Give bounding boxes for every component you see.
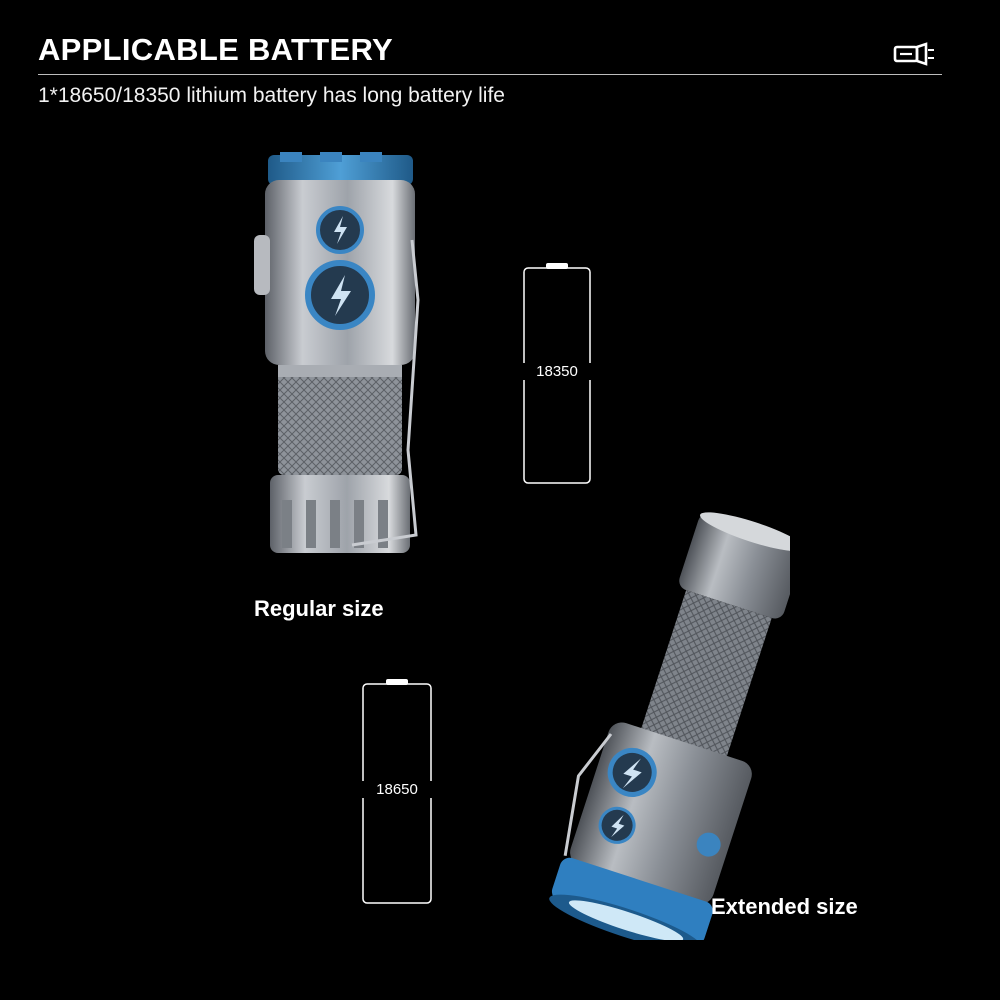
page-title: APPLICABLE BATTERY — [38, 32, 394, 67]
flashlight-extended-image — [549, 512, 790, 940]
regular-size-caption: Regular size — [254, 596, 384, 621]
extended-size-caption: Extended size — [711, 894, 858, 919]
battery-18350-label: 18350 — [523, 363, 591, 380]
battery-18650: 18650 — [362, 678, 432, 904]
flashlight-regular-image — [254, 152, 420, 553]
header-divider — [38, 74, 942, 75]
flashlight-icon — [893, 42, 934, 66]
page-subtitle: 1*18650/18350 lithium battery has long b… — [38, 84, 505, 107]
battery-18350: 18350 — [523, 262, 591, 484]
battery-18650-label: 18650 — [362, 781, 432, 798]
